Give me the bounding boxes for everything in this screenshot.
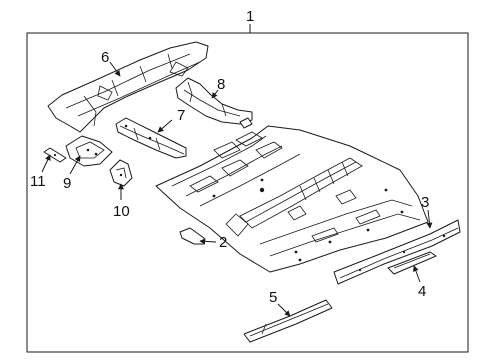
part-4-reinforcement xyxy=(387,251,437,275)
callout-labels: 1 6 8 7 9 11 10 2 3 4 5 xyxy=(30,8,429,306)
callout-7: 7 xyxy=(177,107,185,124)
part-8-side-bracket xyxy=(175,77,253,129)
callout-4: 4 xyxy=(418,283,426,300)
part-3-rocker-sill xyxy=(333,219,461,285)
part-10-bracket xyxy=(109,159,133,187)
callout-2: 2 xyxy=(219,234,227,251)
callout-5: 5 xyxy=(269,289,277,306)
part-7-crossmember xyxy=(115,117,187,159)
part-11-strip xyxy=(43,147,67,163)
assembly-frame xyxy=(26,24,469,353)
part-5-outer-sill xyxy=(243,299,333,343)
part-6-front-member xyxy=(47,41,209,133)
callout-11: 11 xyxy=(30,173,46,190)
callout-3: 3 xyxy=(421,194,429,211)
callout-9: 9 xyxy=(63,175,71,192)
leader-lines xyxy=(41,61,433,317)
part-2-patch xyxy=(179,227,205,245)
part-1-floor-pan xyxy=(155,125,429,273)
callout-8: 8 xyxy=(217,76,225,93)
part-9-plate xyxy=(65,135,113,167)
callout-6: 6 xyxy=(101,49,109,66)
callout-10: 10 xyxy=(113,203,130,220)
callout-1: 1 xyxy=(246,8,254,25)
